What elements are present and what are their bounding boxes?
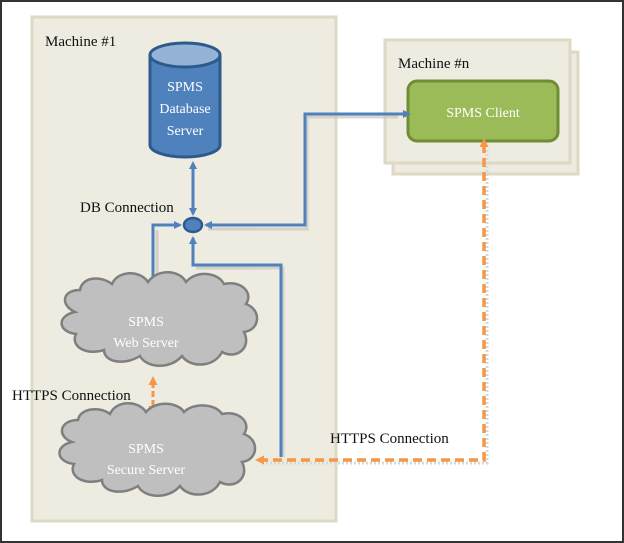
secure-server-node[interactable]: SPMS Secure Server — [58, 402, 257, 497]
web-server-label-line-1: SPMS — [128, 315, 164, 330]
webserver-to-hub-connector — [149, 221, 182, 290]
machine-n-label: Machine #n — [398, 56, 470, 72]
web-server-label-line-2: Web Server — [113, 336, 179, 351]
db-connection-hub — [182, 216, 204, 234]
database-label-line-3: Server — [167, 124, 204, 139]
spms-client-node[interactable]: SPMS Client — [406, 79, 560, 143]
spms-client-label: SPMS Client — [446, 106, 520, 121]
machine-1-label: Machine #1 — [45, 34, 116, 50]
web-server-node[interactable]: SPMS Web Server — [60, 271, 259, 367]
https-connection-label-internal: HTTPS Connection — [12, 388, 131, 404]
secure-server-label-line-1: SPMS — [128, 442, 164, 457]
database-label-line-1: SPMS — [167, 80, 203, 95]
database-label-line-2: Database — [159, 102, 210, 117]
client-to-secure-https-connector — [255, 138, 489, 465]
secure-server-label-line-2: Secure Server — [107, 463, 185, 478]
db-connection-label: DB Connection — [80, 200, 174, 216]
https-connection-label-external: HTTPS Connection — [330, 431, 449, 447]
database-server-node[interactable]: SPMS Database Server — [148, 41, 222, 159]
